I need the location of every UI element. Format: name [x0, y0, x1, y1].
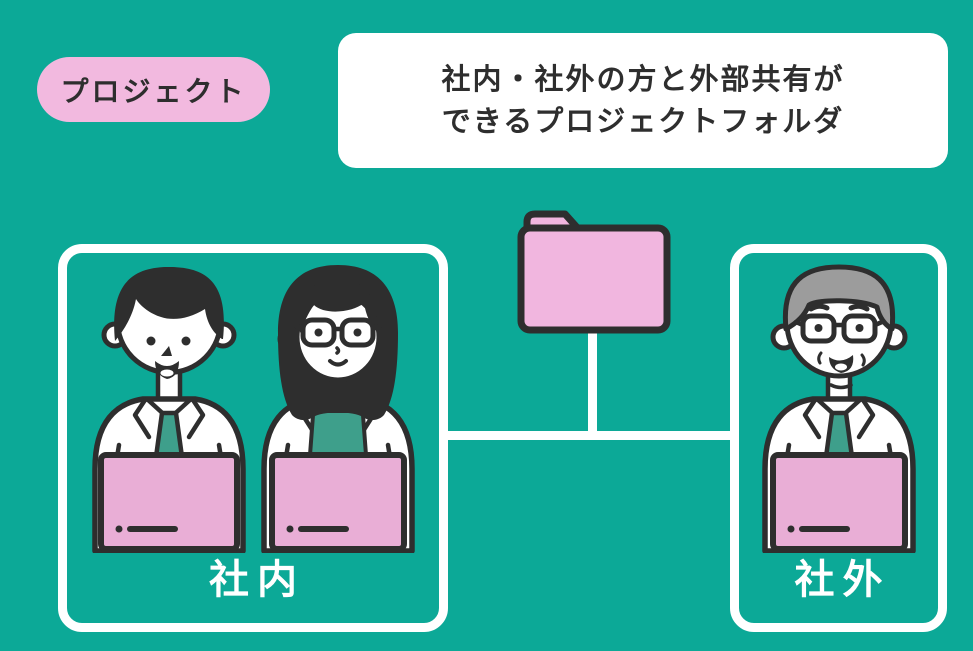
project-badge-label: プロジェクト	[60, 74, 247, 108]
info-box: 社内・社外の方と外部共有が できるプロジェクトフォルダ	[338, 33, 948, 168]
connector-horizontal-line	[448, 431, 730, 440]
info-box-line1: 社内・社外の方と外部共有が	[441, 62, 845, 97]
external-group-label: 社外	[794, 557, 891, 603]
external-persons	[739, 253, 938, 553]
gray-hair	[782, 264, 895, 332]
laptop-icon	[97, 452, 240, 552]
folder-icon	[517, 210, 671, 334]
young-man-with-laptop-illustration	[91, 267, 246, 553]
glasses-icon	[793, 313, 884, 344]
internal-group-box: 社内	[58, 244, 448, 632]
tie	[153, 410, 184, 460]
face-features	[146, 336, 190, 379]
dark-hair	[113, 267, 224, 341]
woman-with-glasses-and-laptop-illustration	[260, 265, 415, 553]
senior-man-with-glasses-and-laptop-illustration	[761, 264, 916, 553]
internal-group-label: 社内	[209, 557, 305, 603]
laptop-icon	[769, 452, 908, 552]
face-features	[808, 303, 869, 390]
external-group-box: 社外	[730, 244, 947, 632]
project-badge: プロジェクト	[37, 57, 270, 122]
connector-vertical-line	[588, 326, 597, 436]
folder-body	[517, 224, 671, 334]
bangs	[299, 279, 377, 333]
info-box-line2: できるプロジェクトフォルダ	[441, 103, 845, 138]
face-features	[314, 328, 361, 367]
teal-top	[307, 408, 368, 457]
internal-persons	[67, 253, 439, 553]
laptop-icon	[268, 452, 407, 552]
tie	[823, 410, 854, 460]
